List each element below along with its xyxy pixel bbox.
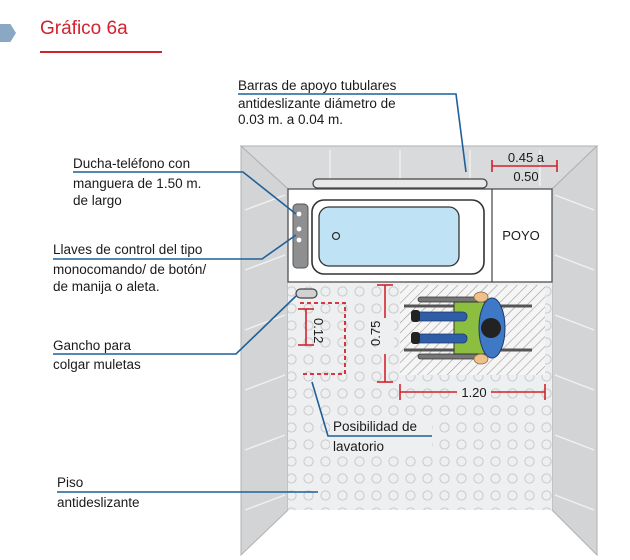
title-underline — [40, 51, 162, 53]
grab-bar-leader — [238, 93, 467, 173]
depth-dim-label-bg — [376, 318, 394, 354]
wheelchair-user-icon — [404, 291, 532, 365]
lav-dim-label: 0.12 — [311, 318, 326, 343]
lavatory-label-line2: lavatorio — [333, 439, 384, 454]
leader-lines — [53, 93, 467, 493]
grab-bar — [312, 178, 488, 189]
controls-label-line3: de manija o aleta. — [53, 279, 160, 294]
bathtub-basin — [318, 206, 460, 267]
width-dim-label-bg — [457, 384, 491, 400]
grab-bars-label-line1: Barras de apoyo tubulares — [238, 78, 397, 93]
section-marker — [0, 24, 16, 42]
lavatory-zone — [300, 302, 346, 375]
depth-dim-label: 0.75 — [368, 321, 383, 346]
shower-leader — [73, 171, 297, 215]
width-dim-label: 1.20 — [461, 385, 486, 400]
hook-leader — [53, 295, 297, 355]
grab-bars-label-line2: antideslizante diámetro de — [238, 96, 396, 111]
grab-bars-label-line3: 0.03 m. a 0.04 m. — [238, 112, 344, 127]
drain-icon — [331, 231, 341, 241]
control-knob-2-icon — [296, 237, 302, 243]
controls-label-line2: monocomando/ de botón/ — [53, 262, 207, 277]
shower-head-icon — [296, 211, 302, 217]
hook-label-line2: colgar muletas — [53, 357, 141, 372]
figure-title: Gráfico 6a — [40, 18, 128, 39]
lavatory-leader — [311, 381, 432, 437]
bench-label: POYO — [502, 228, 540, 243]
controls-leader — [53, 234, 297, 260]
floor-label-line1: Piso — [57, 475, 84, 490]
hook-label-line1: Gancho para — [53, 338, 132, 353]
shower-label-line2: manguera de 1.50 m. — [73, 176, 202, 191]
bench-dim-label-1: 0.45 a — [508, 150, 545, 165]
shower-label-line3: de largo — [73, 193, 122, 208]
crutch-hook — [295, 288, 318, 299]
shower-label-line1: Ducha-teléfono con — [73, 156, 191, 171]
control-knob-1-icon — [296, 226, 302, 232]
lavatory-label-line1: Posibilidad de — [333, 419, 417, 434]
bench-dim-label-2: 0.50 — [513, 169, 538, 184]
shower-control-panel — [292, 203, 309, 269]
controls-label-line1: Llaves de control del tipo — [53, 242, 203, 257]
left-wall — [240, 144, 289, 557]
right-wall — [551, 144, 598, 557]
floor-label-line2: antideslizante — [57, 495, 140, 510]
